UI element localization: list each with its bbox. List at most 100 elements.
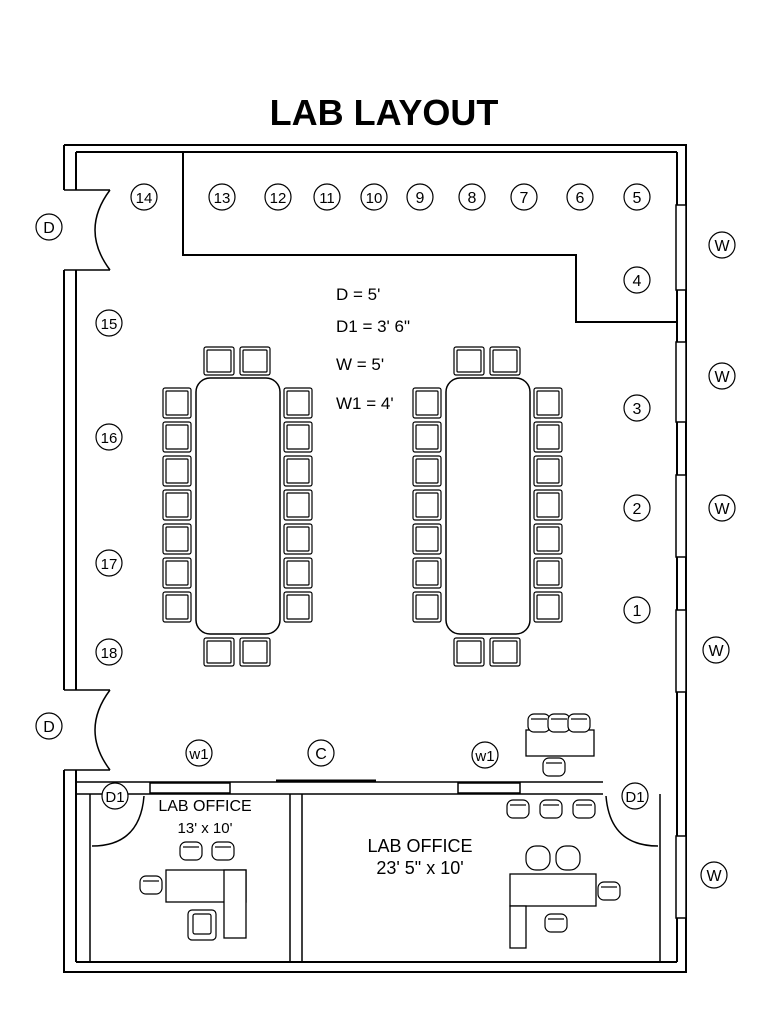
side-chair-left <box>412 591 442 623</box>
large-office-size: 23' 5" x 10' <box>376 858 464 878</box>
end-chair-bottom <box>203 637 235 667</box>
office-stool <box>506 799 530 819</box>
window-marker-3: W <box>708 494 736 522</box>
side-chair-right <box>283 455 313 487</box>
svg-text:W: W <box>708 643 724 660</box>
svg-text:7: 7 <box>520 190 529 207</box>
side-chair-left <box>162 421 192 453</box>
legend-d1: D1 = 3' 6" <box>336 317 411 336</box>
side-chair-right <box>533 591 563 623</box>
door-top-panel <box>64 189 76 271</box>
window-marker-w1-right: w1 <box>471 741 499 769</box>
window-right-4 <box>675 609 687 693</box>
office-chairs <box>139 713 621 941</box>
side-chair-right <box>283 421 313 453</box>
station-11: 11 <box>313 183 341 211</box>
station-10: 10 <box>360 183 388 211</box>
side-chair-left <box>412 421 442 453</box>
door-marker-top: D <box>35 213 63 241</box>
window-marker-w1-left: w1 <box>185 739 213 767</box>
side-chair-right <box>283 557 313 589</box>
door-marker-bottom: D <box>35 712 63 740</box>
side-chair-left <box>412 523 442 555</box>
side-chair-left <box>412 489 442 521</box>
large-office-credenza <box>509 905 527 949</box>
station-4: 4 <box>623 266 651 294</box>
svg-text:D1: D1 <box>625 789 644 806</box>
small-office-return <box>223 869 247 939</box>
c-marker: C <box>307 739 335 767</box>
legend-d: D = 5' <box>336 285 381 304</box>
side-chair-right <box>533 421 563 453</box>
left-wall-top <box>63 145 77 190</box>
alcove-wall <box>182 152 677 323</box>
side-chair-right <box>283 489 313 521</box>
svg-text:W: W <box>706 868 722 885</box>
svg-text:14: 14 <box>136 190 153 207</box>
office-stool <box>539 799 563 819</box>
side-chair-left <box>162 455 192 487</box>
window-right-2 <box>675 341 687 423</box>
svg-text:D: D <box>43 220 55 237</box>
svg-text:15: 15 <box>101 316 118 333</box>
lab-stool <box>527 713 551 733</box>
office-side-chair <box>139 875 163 895</box>
side-chair-right <box>283 387 313 419</box>
chairs <box>162 346 563 667</box>
end-chair-bottom <box>453 637 485 667</box>
side-chair-left <box>162 523 192 555</box>
side-chair-right <box>533 523 563 555</box>
station-14: 14 <box>130 183 158 211</box>
station-2: 2 <box>623 494 651 522</box>
station-9: 9 <box>406 183 434 211</box>
station-15: 15 <box>95 309 123 337</box>
door-marker-office-left: D1 <box>101 782 129 810</box>
svg-text:17: 17 <box>101 556 118 573</box>
end-chair-top <box>453 346 485 376</box>
svg-text:12: 12 <box>270 190 287 207</box>
large-office-name: LAB OFFICE <box>367 836 473 856</box>
conference-table-right <box>445 377 531 635</box>
end-chair-top <box>239 346 271 376</box>
window-marker-5: W <box>700 861 728 889</box>
station-17: 17 <box>95 549 123 577</box>
office-side-chair <box>597 881 621 901</box>
svg-text:13: 13 <box>214 190 231 207</box>
lab-bench <box>525 729 595 757</box>
window-marker-2: W <box>708 362 736 390</box>
office-side-chair <box>544 913 568 933</box>
office-door-left-arc <box>91 795 145 847</box>
small-office-size: 13' x 10' <box>177 820 233 837</box>
svg-text:W: W <box>714 369 730 386</box>
side-chair-right <box>533 489 563 521</box>
office-stool <box>572 799 596 819</box>
side-chair-right <box>533 387 563 419</box>
lab-stool <box>547 713 571 733</box>
side-chair-left <box>162 489 192 521</box>
station-6: 6 <box>566 183 594 211</box>
end-chair-top <box>489 346 521 376</box>
svg-text:5: 5 <box>633 190 642 207</box>
lab-stool <box>567 713 591 733</box>
svg-text:18: 18 <box>101 645 118 662</box>
lab-stool <box>542 757 566 777</box>
station-18: 18 <box>95 638 123 666</box>
end-chair-top <box>203 346 235 376</box>
window-right-5 <box>675 835 687 919</box>
svg-text:2: 2 <box>633 501 642 518</box>
svg-text:w1: w1 <box>188 746 208 763</box>
station-8: 8 <box>458 183 486 211</box>
svg-text:D1: D1 <box>105 789 124 806</box>
diagram-title: LAB LAYOUT <box>269 92 499 133</box>
svg-text:D: D <box>43 719 55 736</box>
armchairs <box>525 845 581 871</box>
svg-text:10: 10 <box>366 190 383 207</box>
window-office-2 <box>457 782 521 794</box>
door-bottom-swing <box>76 689 111 771</box>
station-12: 12 <box>264 183 292 211</box>
side-chair-left <box>162 591 192 623</box>
svg-text:1: 1 <box>633 603 642 620</box>
svg-text:6: 6 <box>576 190 585 207</box>
